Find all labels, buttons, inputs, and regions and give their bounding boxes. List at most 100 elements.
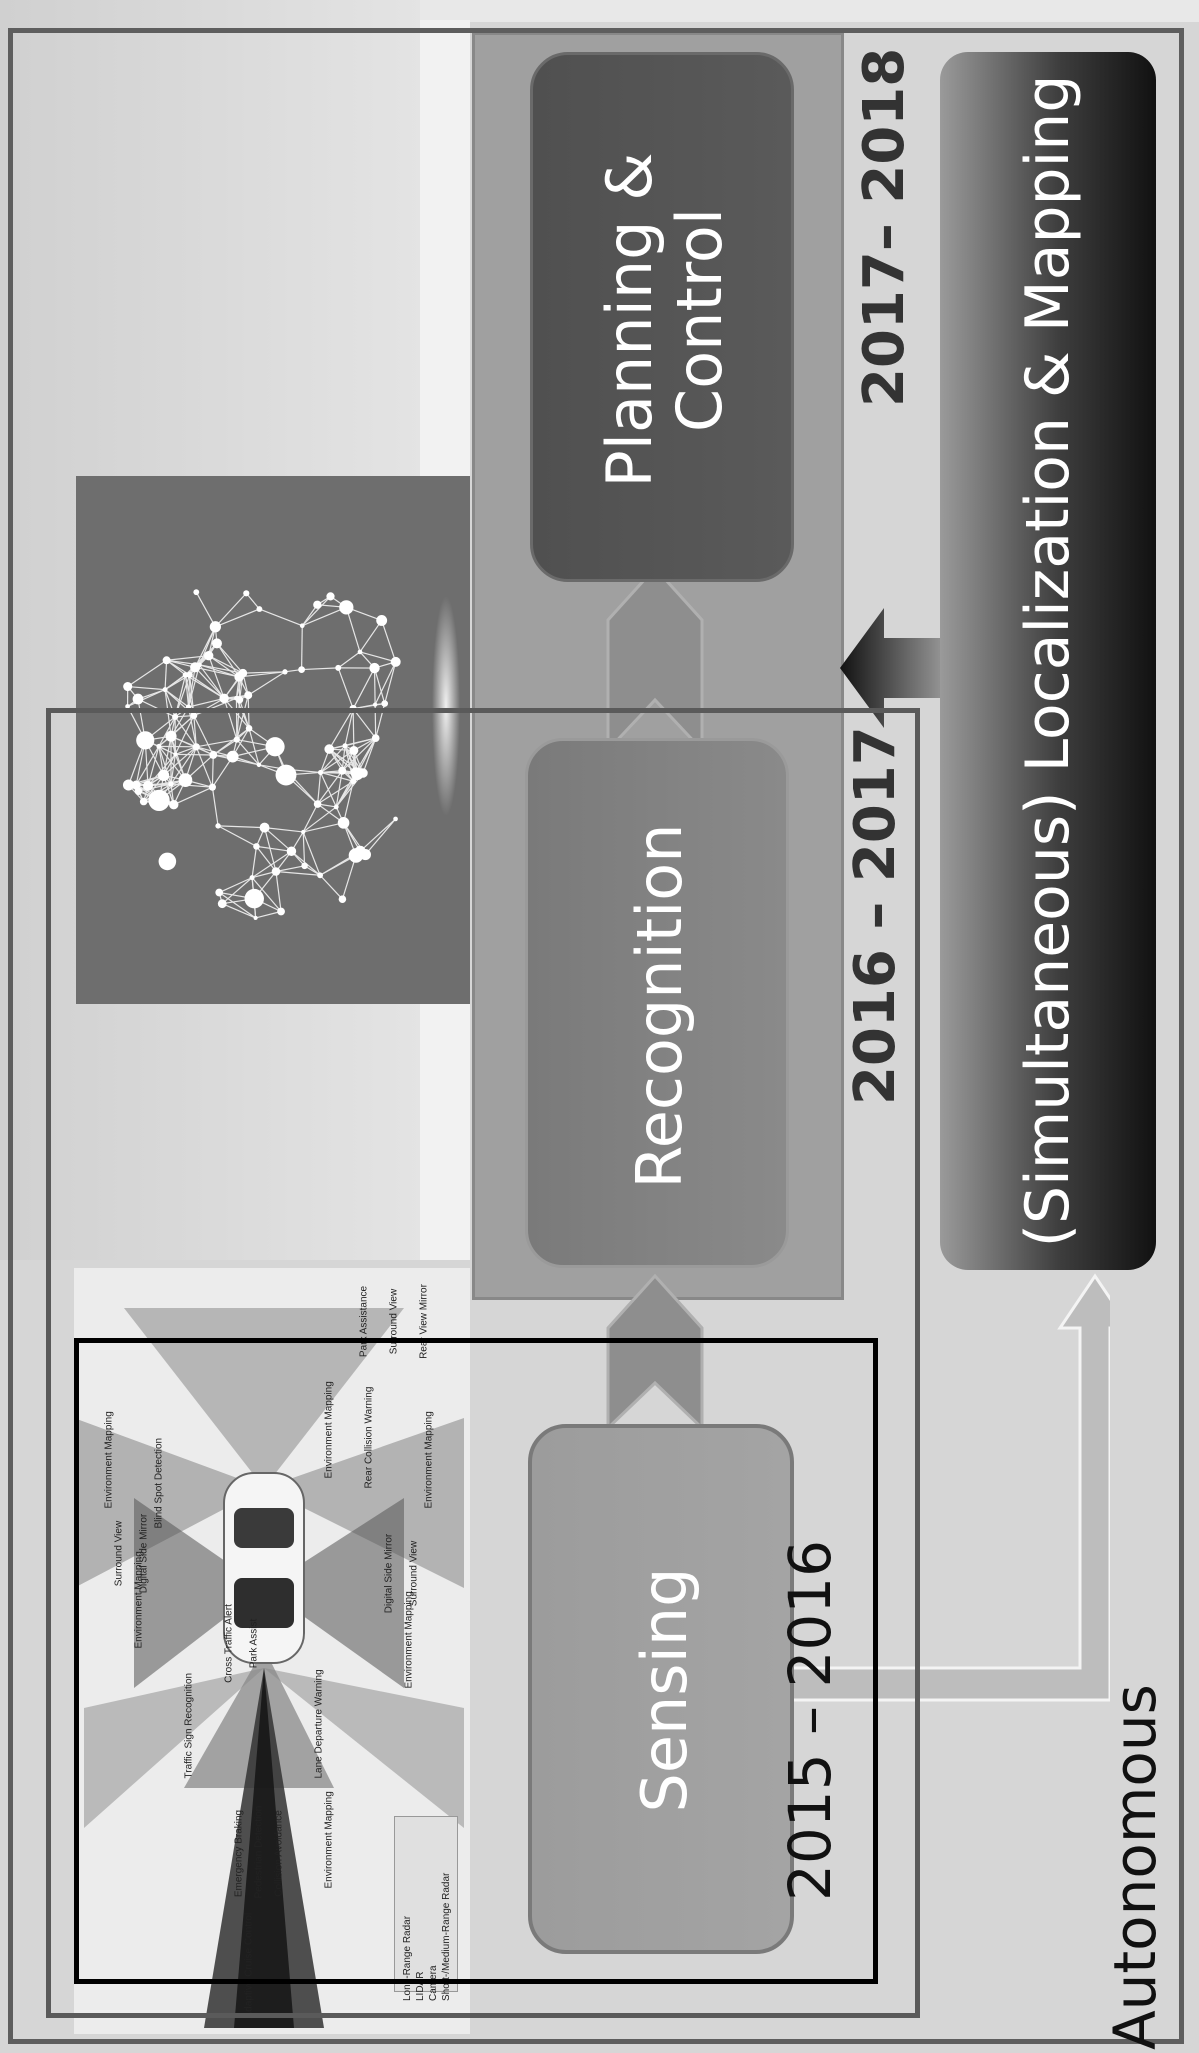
brain-link — [217, 825, 257, 847]
brain-node — [178, 773, 193, 787]
brain-node — [357, 649, 363, 655]
brain-link — [345, 607, 361, 653]
brain-node — [190, 712, 198, 719]
brain-node — [324, 744, 335, 754]
brain-link — [193, 715, 214, 756]
brain-link — [211, 787, 219, 826]
brain-link — [158, 746, 172, 785]
brain-node — [165, 730, 177, 742]
left-rear-cone — [74, 1418, 264, 1588]
brain-node — [376, 615, 388, 626]
brain-link — [236, 739, 260, 766]
brain-link — [302, 803, 319, 833]
brain-link — [302, 831, 306, 866]
brain-link — [341, 745, 346, 771]
brain-link — [362, 737, 377, 774]
brain-network-graphic — [122, 589, 460, 920]
brain-link — [196, 738, 237, 748]
brain-node — [193, 589, 200, 596]
brain-node — [211, 638, 222, 649]
brain-link — [135, 746, 160, 786]
brain-link — [187, 706, 197, 747]
brain-node — [259, 822, 270, 833]
brain-node — [123, 682, 133, 692]
brain-link — [195, 746, 213, 788]
brain-link — [303, 822, 344, 833]
background-top-strip — [420, 0, 1199, 22]
brain-link — [198, 664, 225, 699]
brain-link — [166, 655, 209, 661]
car-windshield — [234, 1578, 294, 1628]
brain-node — [169, 800, 179, 810]
brain-node — [317, 769, 324, 776]
neural-network-brain-image — [76, 476, 470, 1004]
brain-node — [271, 867, 281, 876]
car-rear-window — [234, 1508, 294, 1548]
brain-link — [198, 626, 216, 666]
brain-node — [342, 743, 348, 749]
brain-link — [127, 689, 166, 708]
brain-link — [195, 591, 216, 628]
brain-link — [211, 756, 234, 788]
brain-link — [221, 877, 253, 905]
brain-link — [251, 850, 292, 879]
brain-link — [215, 608, 260, 628]
brain-link — [354, 737, 377, 773]
brain-link — [301, 595, 331, 627]
brain-link — [275, 871, 282, 912]
brain-node — [335, 664, 342, 671]
brain-node — [286, 846, 297, 857]
brain-link — [359, 818, 396, 852]
brain-link — [251, 877, 282, 912]
brain-node — [326, 592, 335, 601]
brain-node — [277, 907, 285, 916]
brain-link — [352, 667, 376, 709]
right-mirror-cone — [264, 1498, 404, 1688]
brain-link — [320, 772, 337, 808]
brain-link — [301, 625, 303, 670]
planning-control-box: Planning & Control — [530, 52, 794, 582]
recognition-era-frame — [46, 708, 920, 2018]
brain-link — [328, 708, 354, 750]
brain-node — [317, 872, 324, 879]
brain-node — [243, 590, 250, 597]
brain-node — [226, 750, 239, 763]
brain-link — [170, 754, 176, 785]
brain-link — [199, 664, 240, 678]
brain-node — [275, 764, 297, 786]
brain-link — [302, 806, 337, 833]
brain-node — [350, 778, 357, 785]
brain-link — [384, 661, 397, 704]
brain-link — [337, 651, 361, 669]
recognition-box: Recognition — [525, 738, 789, 1268]
brain-link — [193, 715, 197, 747]
sensing-to-recognition-arrow — [606, 1273, 704, 1428]
brain-link — [166, 659, 186, 676]
brain-link — [301, 667, 339, 671]
brain-link — [174, 715, 195, 755]
brain-node — [219, 693, 229, 704]
brain-link — [337, 667, 354, 709]
brain-link — [264, 827, 304, 833]
brain-link — [317, 770, 343, 805]
brain-link — [147, 753, 176, 787]
brain-node — [233, 736, 240, 743]
brain-node — [182, 672, 189, 678]
brain-node — [172, 713, 179, 720]
brain-link — [216, 643, 240, 678]
brain-node — [244, 888, 264, 909]
brain-link — [264, 827, 292, 852]
brain-link — [302, 831, 321, 876]
sensing-era-frame — [74, 1338, 878, 1984]
brain-node — [217, 899, 227, 909]
brain-link — [255, 910, 282, 919]
brain-link — [173, 786, 213, 806]
lidar-cone — [234, 1668, 294, 2028]
brain-node — [390, 656, 401, 667]
autonomous-era-frame — [8, 28, 1184, 2044]
brain-node — [313, 800, 322, 808]
brain-link — [211, 754, 214, 788]
brain-node — [369, 662, 380, 674]
brain-node — [186, 671, 193, 678]
brain-link — [223, 698, 238, 740]
